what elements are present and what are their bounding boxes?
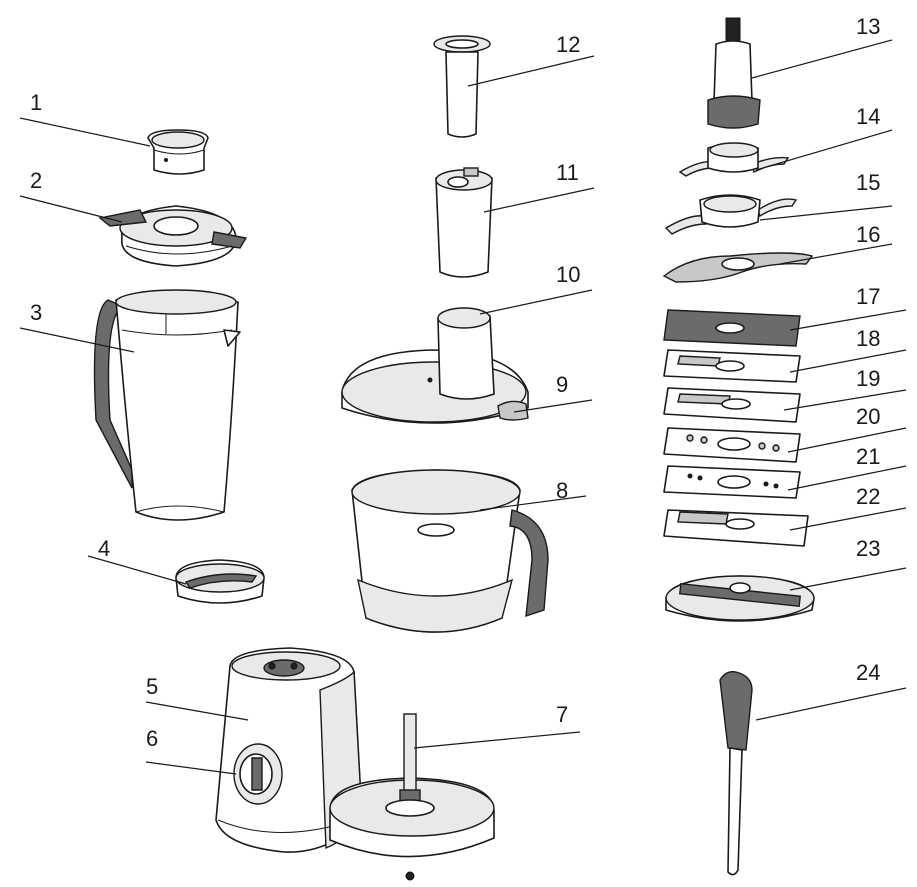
label-17: 17: [856, 284, 880, 309]
label-8: 8: [556, 478, 568, 503]
part-4-base-cap: [175, 559, 265, 604]
label-16: 16: [856, 222, 880, 247]
label-4: 4: [98, 536, 110, 561]
label-13: 13: [856, 14, 880, 39]
label-1: 1: [30, 90, 42, 115]
part-15-kneading-blade: [664, 194, 798, 235]
part-22-julienne-plate: [663, 509, 809, 547]
part-18-slicing-plate: [663, 349, 801, 383]
label-23: 23: [856, 536, 880, 561]
label-11: 11: [556, 160, 579, 185]
part-9-bowl-lid: [341, 349, 529, 424]
label-22: 22: [856, 484, 880, 509]
part-23-disc-holder: [665, 575, 815, 622]
label-2: 2: [30, 168, 42, 193]
part-14-chopping-blade: [678, 142, 790, 177]
label-9: 9: [556, 372, 568, 397]
label-15: 15: [856, 170, 880, 195]
label-3: 3: [30, 300, 42, 325]
part-24-spatula: [719, 670, 753, 876]
label-21: 21: [856, 444, 880, 469]
label-12: 12: [556, 32, 580, 57]
part-number-labels: 1 2 3 4 5 6 7 8 9 10 11 12 13 14 15 16 1…: [30, 14, 880, 751]
label-14: 14: [856, 104, 880, 129]
leader-lines: [19, 39, 907, 775]
part-2-blender-lid: [98, 205, 248, 267]
part-10-feed-tube: [437, 307, 495, 400]
label-24: 24: [856, 660, 880, 685]
part-3-blender-jug: [93, 289, 241, 521]
part-17-grating-plate: [663, 309, 801, 347]
label-7: 7: [556, 702, 568, 727]
part-8-processing-bowl: [351, 469, 549, 633]
part-12-small-pusher: [433, 35, 491, 138]
label-6: 6: [146, 726, 158, 751]
part-21-grating-plate: [663, 465, 801, 499]
part-6-control-knob: [233, 743, 283, 805]
part-16-mixing-blade: [662, 252, 814, 283]
label-18: 18: [856, 326, 880, 351]
label-20: 20: [856, 404, 880, 429]
part-20-grating-plate: [663, 427, 801, 463]
label-10: 10: [556, 262, 580, 287]
part-13-drive-shaft: [707, 17, 761, 129]
label-5: 5: [146, 674, 158, 699]
part-1-measuring-cup: [147, 129, 209, 175]
part-19-slicing-plate: [663, 387, 801, 423]
part-7-drive-base: [329, 713, 495, 881]
part-11-large-pusher: [435, 167, 493, 278]
label-19: 19: [856, 366, 880, 391]
